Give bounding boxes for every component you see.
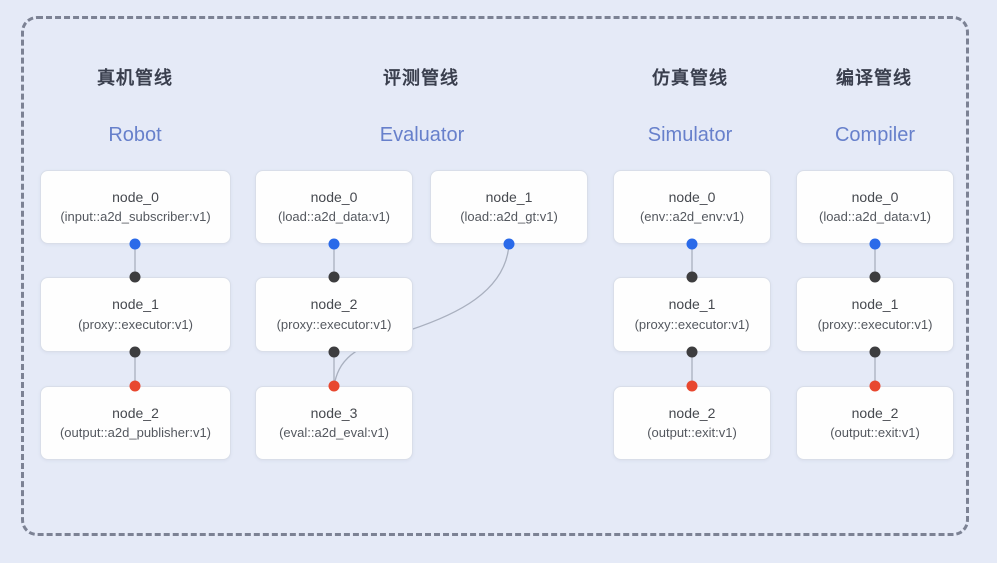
node-title: node_2 xyxy=(668,404,716,421)
node-robot-2: node_2 (output::a2d_publisher:v1) xyxy=(40,386,231,460)
output-port-dot xyxy=(503,238,515,250)
node-subtitle: (output::a2d_publisher:v1) xyxy=(59,425,212,441)
node-subtitle: (output::exit:v1) xyxy=(830,425,920,441)
input-port-dot xyxy=(686,380,698,392)
node-compiler-2: node_2 (output::exit:v1) xyxy=(796,386,954,460)
executor-port-dot xyxy=(686,346,698,358)
node-subtitle: (load::a2d_gt:v1) xyxy=(460,209,558,225)
input-port-dot xyxy=(869,380,881,392)
node-title: node_2 xyxy=(310,296,358,313)
pipeline-title-zh-simulator: 仿真管线 xyxy=(652,68,728,88)
node-evaluator-2: node_2 (proxy::executor:v1) xyxy=(255,277,413,352)
node-simulator-1: node_1 (proxy::executor:v1) xyxy=(613,277,771,352)
pipeline-title-en-evaluator: Evaluator xyxy=(379,124,465,146)
node-subtitle: (proxy::executor:v1) xyxy=(634,316,750,332)
node-title: node_0 xyxy=(112,188,159,205)
node-subtitle: (eval::a2d_eval:v1) xyxy=(279,425,389,441)
executor-port-dot xyxy=(328,271,340,283)
node-subtitle: (load::a2d_data:v1) xyxy=(277,209,391,225)
node-title: node_1 xyxy=(851,296,899,313)
output-port-dot xyxy=(869,238,881,250)
node-title: node_1 xyxy=(668,296,716,313)
node-robot-1: node_1 (proxy::executor:v1) xyxy=(40,277,231,352)
executor-port-dot xyxy=(869,346,881,358)
node-subtitle: (load::a2d_data:v1) xyxy=(818,209,932,225)
executor-port-dot xyxy=(869,271,881,283)
pipeline-title-zh-compiler: 编译管线 xyxy=(836,68,912,88)
executor-port-dot xyxy=(686,271,698,283)
pipeline-title-en-compiler: Compiler xyxy=(834,124,916,146)
node-title: node_1 xyxy=(112,296,159,313)
executor-port-dot xyxy=(129,271,141,283)
executor-port-dot xyxy=(129,346,141,358)
node-subtitle: (proxy::executor:v1) xyxy=(78,316,193,332)
node-compiler-0: node_0 (load::a2d_data:v1) xyxy=(796,170,954,244)
input-port-dot xyxy=(129,380,141,392)
node-title: node_2 xyxy=(851,404,899,421)
input-port-dot xyxy=(328,380,340,392)
node-evaluator-3: node_3 (eval::a2d_eval:v1) xyxy=(255,386,413,460)
dashed-frame xyxy=(21,16,969,536)
node-evaluator-1: node_1 (load::a2d_gt:v1) xyxy=(430,170,588,244)
node-title: node_2 xyxy=(112,404,159,421)
node-robot-0: node_0 (input::a2d_subscriber:v1) xyxy=(40,170,231,244)
output-port-dot xyxy=(328,238,340,250)
node-title: node_1 xyxy=(485,188,533,205)
node-subtitle: (proxy::executor:v1) xyxy=(276,316,392,332)
node-subtitle: (output::exit:v1) xyxy=(647,425,737,441)
node-subtitle: (proxy::executor:v1) xyxy=(817,316,933,332)
node-title: node_0 xyxy=(851,188,899,205)
executor-port-dot xyxy=(328,346,340,358)
node-title: node_0 xyxy=(668,188,716,205)
pipeline-title-zh-robot: 真机管线 xyxy=(97,68,173,88)
node-title: node_3 xyxy=(310,404,358,421)
pipeline-title-en-robot: Robot xyxy=(108,124,162,146)
node-compiler-1: node_1 (proxy::executor:v1) xyxy=(796,277,954,352)
pipeline-title-zh-evaluator: 评测管线 xyxy=(383,68,459,88)
node-evaluator-0: node_0 (load::a2d_data:v1) xyxy=(255,170,413,244)
node-simulator-0: node_0 (env::a2d_env:v1) xyxy=(613,170,771,244)
node-subtitle: (env::a2d_env:v1) xyxy=(639,209,745,225)
pipeline-title-en-simulator: Simulator xyxy=(647,124,733,146)
output-port-dot xyxy=(686,238,698,250)
output-port-dot xyxy=(129,238,141,250)
node-title: node_0 xyxy=(310,188,358,205)
node-simulator-2: node_2 (output::exit:v1) xyxy=(613,386,771,460)
node-subtitle: (input::a2d_subscriber:v1) xyxy=(60,209,211,225)
